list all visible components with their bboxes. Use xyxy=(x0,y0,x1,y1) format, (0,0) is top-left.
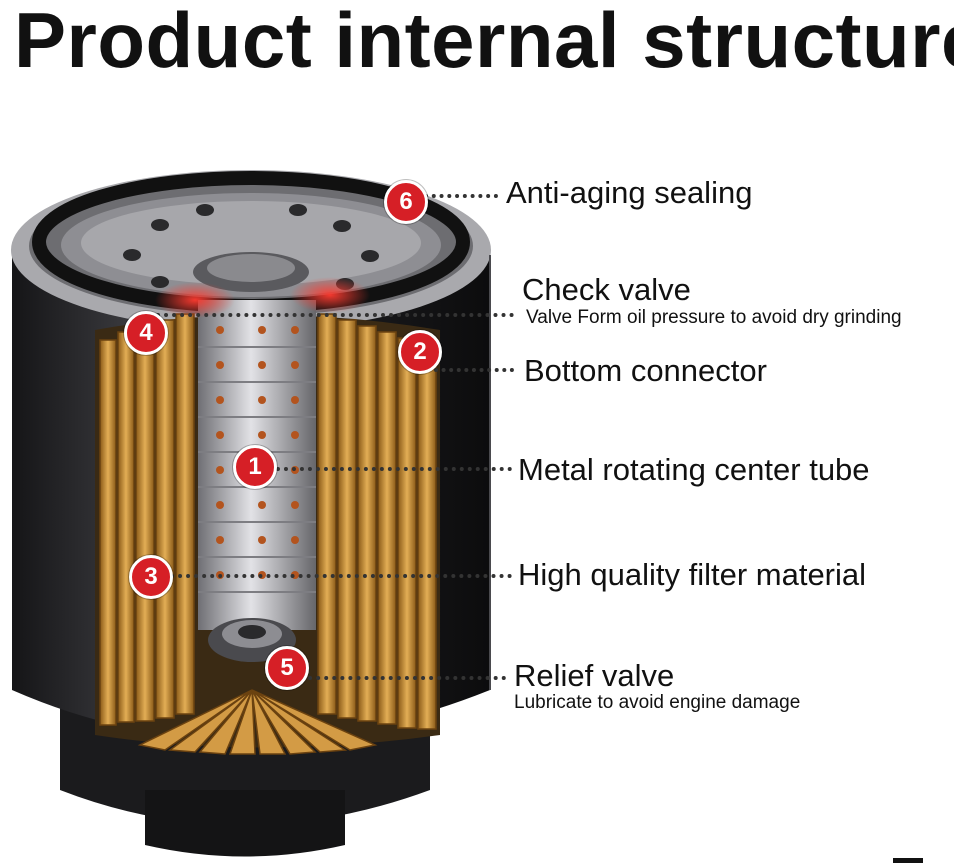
leader-line-6 xyxy=(424,194,498,198)
leader-line-5 xyxy=(300,676,506,680)
leader-line-2 xyxy=(434,368,514,372)
leader-line-3 xyxy=(170,574,512,578)
callout-label-check-valve: Check valve xyxy=(522,272,691,307)
check-valve-glow-right xyxy=(290,277,370,313)
callout-badge-2: 2 xyxy=(398,330,442,374)
callout-label-anti-aging-sealing: Anti-aging sealing xyxy=(506,175,753,210)
callout-badge-6: 6 xyxy=(384,180,428,224)
filter-media-right xyxy=(317,313,437,730)
callout-label-relief-valve: Relief valve xyxy=(514,658,675,693)
callout-badge-3: 3 xyxy=(129,555,173,599)
callout-sublabel-relief-valve: Lubricate to avoid engine damage xyxy=(514,692,801,713)
filter-media-bottom xyxy=(137,689,378,755)
callout-badge-4: 4 xyxy=(124,311,168,355)
check-valve-glow-left xyxy=(155,282,235,318)
page-title: Product internal structure xyxy=(14,0,954,84)
leader-line-4 xyxy=(156,313,514,317)
callout-sublabel-check-valve: Valve Form oil pressure to avoid dry gri… xyxy=(526,307,902,328)
corner-mark xyxy=(893,858,923,863)
filter-media-left xyxy=(99,313,195,726)
callout-label-filter-material: High quality filter material xyxy=(518,557,867,592)
filter-base xyxy=(145,790,345,857)
callout-label-metal-center-tube: Metal rotating center tube xyxy=(518,452,870,487)
leader-line-1 xyxy=(268,467,512,471)
callout-badge-5: 5 xyxy=(265,646,309,690)
callout-label-bottom-connector: Bottom connector xyxy=(524,353,767,388)
callout-badge-1: 1 xyxy=(233,445,277,489)
